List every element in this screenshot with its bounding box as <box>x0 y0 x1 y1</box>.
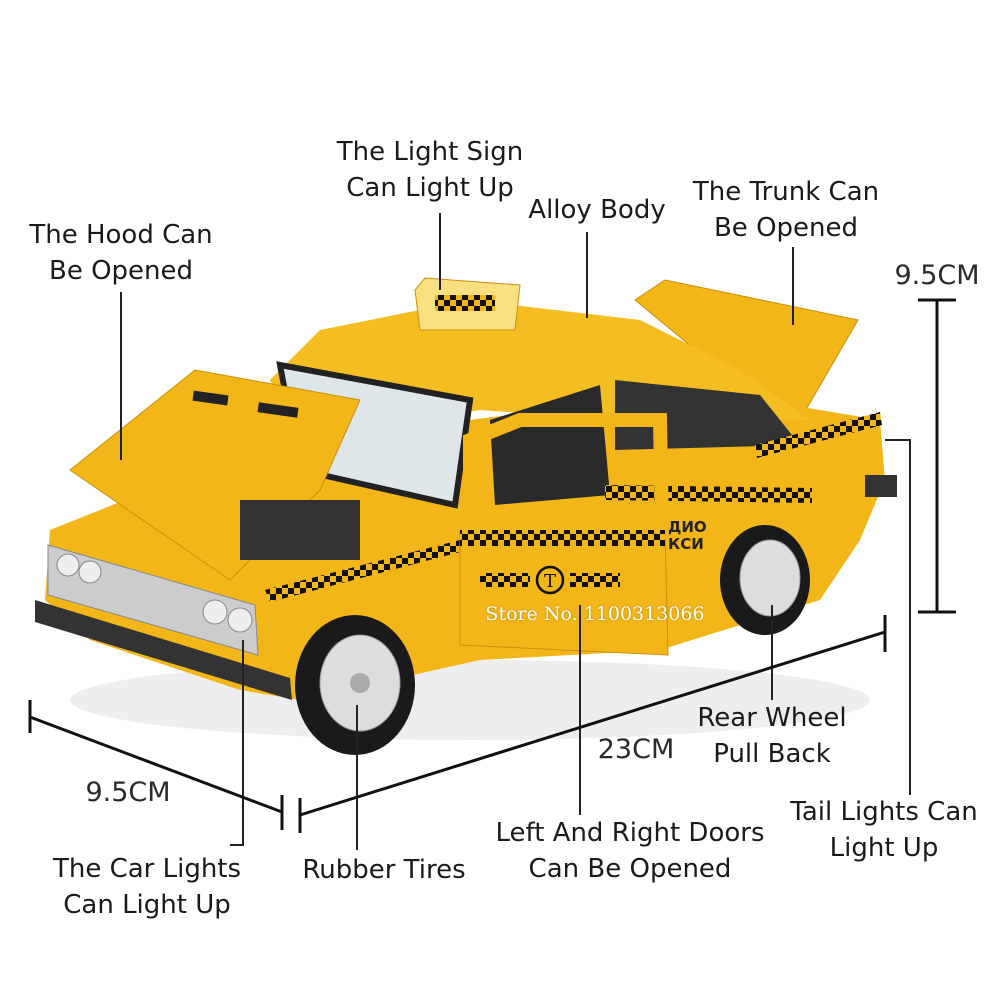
door-text-2: КСИ <box>668 535 704 553</box>
label-tires: Rubber Tires <box>302 855 466 885</box>
checker-stripe-trunk <box>755 412 882 458</box>
label-alloy-body: Alloy Body <box>528 195 666 225</box>
label-line: The Hood Can <box>29 220 213 250</box>
store-watermark: Store No. 1100313066 <box>485 603 705 625</box>
engine-bay <box>240 500 360 560</box>
label-hood: The Hood Can Be Opened <box>29 217 212 289</box>
length-dimension-line <box>298 615 887 833</box>
checker-stripe-front <box>265 540 460 602</box>
door-frame <box>463 413 670 537</box>
rear-wheel <box>720 525 810 635</box>
checker-stripe-rear <box>605 485 812 503</box>
headlight <box>202 599 228 625</box>
height-dimension-line <box>918 298 956 614</box>
hood-vent <box>192 390 229 406</box>
taxi-badge-circle <box>535 565 565 595</box>
label-trunk: The Trunk Can Be Opened <box>693 174 879 246</box>
headlight <box>227 607 253 633</box>
label-line: Tail Lights Can <box>790 797 978 827</box>
front-bumper <box>35 600 292 700</box>
width-dimension-line <box>28 700 284 830</box>
height-dimension-label: 9.5CM <box>894 260 980 291</box>
hood-vent <box>257 402 299 418</box>
width-dimension-label: 9.5CM <box>85 777 171 808</box>
label-line: Rear Wheel <box>697 703 847 733</box>
taxi-badge-letter: T <box>544 571 556 592</box>
front-door-open <box>459 529 669 656</box>
label-line: Be Opened <box>48 256 194 286</box>
front-wheel <box>295 615 415 755</box>
checker-badge-right <box>570 573 620 587</box>
label-line: Can Light Up <box>63 890 231 920</box>
label-line: The Car Lights <box>52 854 242 884</box>
label-line: The Light Sign <box>336 137 524 167</box>
label-line: The Trunk Can <box>692 177 880 207</box>
headlight <box>56 553 80 577</box>
rear-bumper <box>865 475 897 497</box>
taxi-sign-checker <box>435 295 495 311</box>
label-line: Left And Right Doors <box>495 818 765 848</box>
headlight <box>78 560 102 584</box>
checker-badge-left <box>480 573 530 587</box>
leader-tail-lights <box>885 439 911 795</box>
checker-stripe-door <box>460 530 665 546</box>
length-dimension-label: 23CM <box>597 734 675 765</box>
label-line: Can Be Opened <box>528 854 732 884</box>
label-line: Pull Back <box>713 739 831 769</box>
label-line: Can Light Up <box>346 173 514 203</box>
leader-car-lights <box>230 640 244 846</box>
label-line: Light Up <box>829 833 939 863</box>
hood-open <box>69 369 361 581</box>
label-line: Be Opened <box>713 213 859 243</box>
door-text-1: ДИО <box>668 518 707 536</box>
